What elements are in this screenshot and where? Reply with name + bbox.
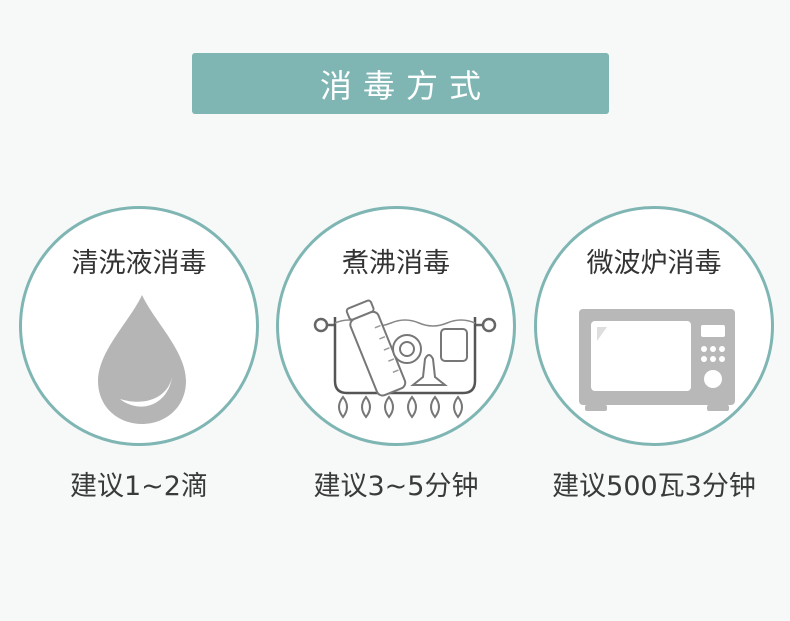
microwave-icon <box>579 309 735 411</box>
method-title: 煮沸消毒 <box>342 248 450 279</box>
method-caption: 建议500瓦3分钟 <box>552 471 756 502</box>
section-title: 消毒方式 <box>319 66 492 105</box>
method-card-boiling: 煮沸消毒 <box>276 206 516 502</box>
method-circle: 煮沸消毒 <box>276 206 516 446</box>
method-caption: 建议3~5分钟 <box>313 471 479 502</box>
method-card-detergent: 清洗液消毒 建议1~2滴 <box>19 206 259 502</box>
method-circle: 清洗液消毒 <box>19 206 259 446</box>
method-title: 清洗液消毒 <box>71 248 207 279</box>
method-title: 微波炉消毒 <box>586 248 722 279</box>
method-caption: 建议1~2滴 <box>70 471 208 502</box>
boiling-pot-icon <box>313 299 497 419</box>
section-title-banner: 消毒方式 <box>192 53 609 114</box>
method-card-microwave: 微波炉消毒 建议500瓦3分钟 <box>534 206 774 502</box>
method-circle: 微波炉消毒 <box>534 206 774 446</box>
water-drop-icon <box>98 295 186 424</box>
